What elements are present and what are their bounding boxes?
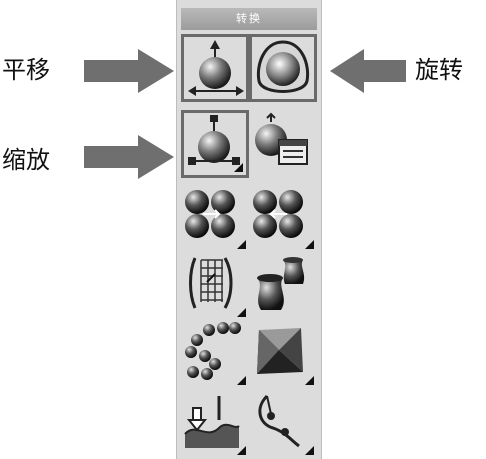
flyout-corner-icon [305,376,314,385]
scale-dialog-icon [255,112,308,165]
twist-box-icon [257,328,303,374]
arrow-left-icon [330,49,406,93]
blend-tool-button[interactable] [249,252,317,320]
arrow-right-icon [84,49,174,93]
copy-spheres-icon [185,190,235,238]
curve-on-surface-tool-button[interactable] [249,390,317,458]
dots-path-icon [185,322,241,380]
flyout-corner-icon [305,446,314,455]
translate-icon [188,40,244,96]
curve-points-icon [258,394,300,448]
scale-tool-button[interactable] [181,110,249,178]
bend-tool-button[interactable] [181,252,249,320]
scale-by-dialog-tool-button[interactable] [249,110,317,178]
mirror-tool-button[interactable] [249,184,317,252]
panel-title: 转换 [181,8,317,30]
callout-rotate-label: 旋转 [415,56,463,84]
transform-toolbar: 转换 [176,0,322,459]
callout-translate-label: 平移 [2,56,50,84]
twist-tool-button[interactable] [249,320,317,388]
callout-scale-label: 缩放 [2,146,50,174]
scale-icon [188,115,240,165]
flyout-corner-icon [237,446,246,455]
flyout-corner-icon [237,240,246,249]
project-surface-icon [184,396,240,448]
flyout-corner-icon [237,308,246,317]
flyout-corner-icon [234,163,243,172]
arrow-right-icon [84,135,174,179]
bend-grid-icon [189,257,233,309]
vases-icon [257,257,305,310]
copy-tool-button[interactable] [181,184,249,252]
flyout-corner-icon [305,240,314,249]
rotate-tool-button[interactable] [249,34,317,102]
translate-tool-button[interactable] [181,34,249,102]
mirror-spheres-icon [253,190,303,238]
rotate-icon [256,40,310,93]
project-tool-button[interactable] [181,390,249,458]
align-tool-button[interactable] [181,320,249,388]
flyout-corner-icon [237,376,246,385]
